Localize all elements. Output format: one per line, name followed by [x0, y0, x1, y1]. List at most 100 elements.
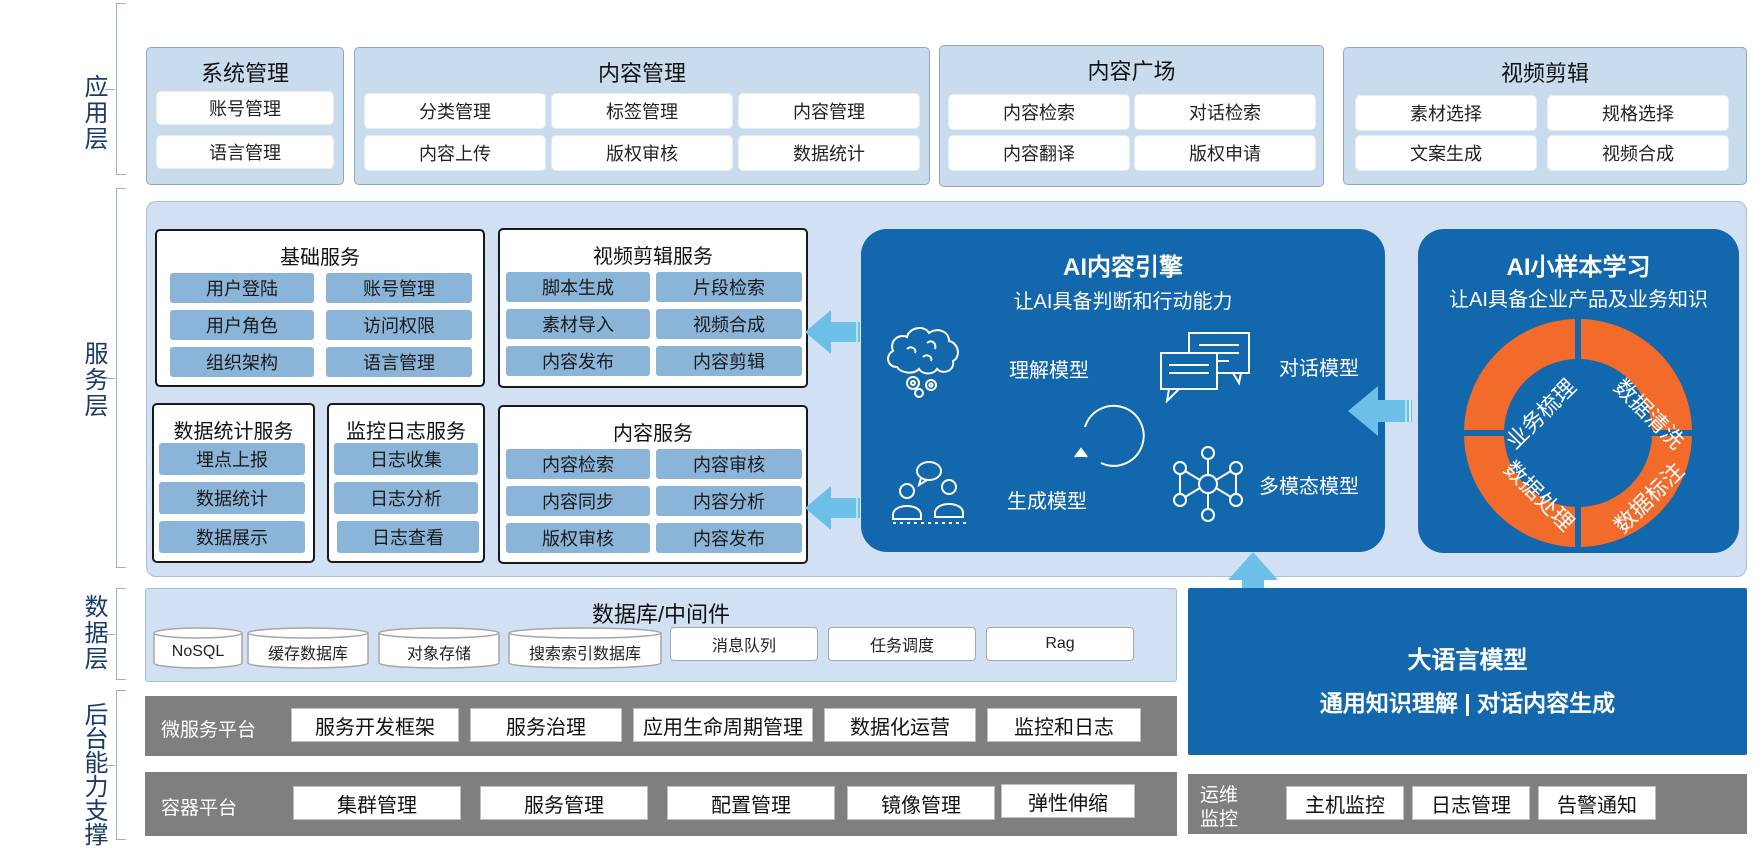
container-item[interactable]: 集群管理 [293, 786, 461, 820]
bracket-backend [105, 690, 130, 840]
app-item[interactable]: 文案生成 [1356, 136, 1536, 170]
app-group-title: 系统管理 [200, 61, 289, 86]
service-title: 视频剪辑服务 [593, 246, 713, 268]
bracket-app [105, 3, 130, 175]
service-chip[interactable]: 语言管理 [326, 347, 472, 377]
service-chip[interactable]: 日志查看 [337, 521, 479, 553]
service-chip[interactable]: 内容剪辑 [656, 346, 802, 376]
app-group-content: 内容管理 分类管理 标签管理 内容管理 内容上传 版权审核 数据统计 [354, 47, 930, 185]
layer-label-app: 应用层 [78, 45, 108, 181]
model-label: 多模态模型 [1259, 476, 1359, 498]
app-item[interactable]: 分类管理 [365, 94, 545, 128]
container-item[interactable]: 服务管理 [480, 786, 648, 820]
middleware-item[interactable]: Rag [986, 627, 1134, 661]
service-chip[interactable]: 内容发布 [656, 523, 802, 553]
service-title: 内容服务 [613, 423, 693, 445]
service-basic: 基础服务 用户登陆 账号管理 用户角色 访问权限 组织架构 语言管理 [155, 229, 485, 387]
container-platform-bar: 容器平台 集群管理 服务管理 配置管理 镜像管理 弹性伸缩 [145, 772, 1177, 836]
network-hub-icon [1173, 446, 1243, 522]
ops-item[interactable]: 告警通知 [1538, 786, 1656, 820]
ops-item[interactable]: 主机监控 [1286, 786, 1404, 820]
data-layer-panel: 数据库/中间件 NoSQL 缓存数据库 对象存储 搜索索引数据库 消息队列 任务… [145, 588, 1177, 682]
service-chip[interactable]: 内容发布 [506, 346, 650, 376]
service-chip[interactable]: 视频合成 [656, 309, 802, 339]
database-cylinder: 缓存数据库 [247, 627, 369, 669]
service-chip[interactable]: 版权审核 [506, 523, 650, 553]
cylinder-icon [378, 627, 500, 669]
service-chip[interactable]: 组织架构 [170, 347, 314, 377]
container-item[interactable]: 弹性伸缩 [1001, 784, 1135, 818]
app-item[interactable]: 语言管理 [157, 136, 333, 168]
service-chip[interactable]: 片段检索 [656, 272, 802, 302]
app-item[interactable]: 版权申请 [1135, 136, 1315, 170]
app-item[interactable]: 内容翻译 [949, 136, 1129, 170]
service-chip[interactable]: 埋点上报 [159, 443, 305, 475]
app-item[interactable]: 内容检索 [949, 95, 1129, 129]
service-chip[interactable]: 用户角色 [170, 310, 314, 340]
service-chip[interactable]: 脚本生成 [506, 272, 650, 302]
database-cylinder: 搜索索引数据库 [508, 627, 662, 669]
service-chip[interactable]: 内容检索 [506, 449, 650, 479]
service-chip[interactable]: 数据展示 [159, 521, 305, 553]
container-item[interactable]: 配置管理 [667, 786, 835, 820]
llm-subtitle: 通用知识理解 | 对话内容生成 [1319, 690, 1616, 716]
layer-label-service: 服务层 [78, 320, 108, 440]
layer-label-service-text: 服务层 [80, 341, 107, 419]
microservice-platform-bar: 微服务平台 服务开发框架 服务治理 应用生命周期管理 数据化运营 监控和日志 [145, 696, 1177, 756]
people-chat-icon [892, 461, 969, 524]
cylinder-icon [247, 627, 369, 669]
database-label: NoSQL [171, 643, 225, 660]
bracket-data [105, 588, 130, 680]
service-chip[interactable]: 数据统计 [159, 482, 305, 514]
app-item[interactable]: 账号管理 [157, 92, 333, 124]
service-chip[interactable]: 日志收集 [334, 443, 478, 475]
ops-monitor-label-line2: 监控 [1200, 809, 1239, 830]
service-title: 数据统计服务 [173, 421, 294, 443]
app-item[interactable]: 内容管理 [739, 94, 919, 128]
service-chip[interactable]: 内容审核 [656, 449, 802, 479]
service-title: 监控日志服务 [346, 421, 466, 443]
model-label: 生成模型 [1007, 491, 1087, 513]
service-title: 基础服务 [280, 247, 360, 269]
service-chip[interactable]: 内容分析 [656, 486, 802, 516]
service-chip[interactable]: 用户登陆 [170, 273, 314, 303]
ai-few-shot-learning: AI小样本学习 让AI具备企业产品及业务知识 业务梳理 数据清洗 数据处理 数据… [1418, 229, 1739, 553]
database-label: 缓存数据库 [267, 646, 348, 663]
app-group-plaza: 内容广场 内容检索 对话检索 内容翻译 版权申请 [939, 45, 1324, 187]
microservice-item[interactable]: 服务治理 [470, 708, 622, 742]
app-item[interactable]: 对话检索 [1135, 95, 1315, 129]
microservice-item[interactable]: 监控和日志 [987, 708, 1141, 742]
service-chip[interactable]: 账号管理 [326, 273, 472, 303]
arrow-left-icon [805, 486, 863, 530]
middleware-item[interactable]: 消息队列 [670, 627, 818, 661]
database-cylinder: NoSQL [153, 627, 243, 669]
database-label: 对象存储 [406, 646, 471, 663]
service-content: 内容服务 内容检索 内容审核 内容同步 内容分析 版权审核 内容发布 [498, 405, 808, 564]
microservice-item[interactable]: 数据化运营 [824, 708, 976, 742]
layer-label-data-text: 数据层 [80, 594, 107, 672]
service-chip[interactable]: 内容同步 [506, 486, 650, 516]
service-chip[interactable]: 素材导入 [506, 309, 650, 339]
app-group-video: 视频剪辑 素材选择 规格选择 文案生成 视频合成 [1343, 47, 1747, 185]
app-item[interactable]: 素材选择 [1356, 96, 1536, 130]
service-chip[interactable]: 日志分析 [334, 482, 478, 514]
chat-bubbles-icon [1160, 332, 1250, 403]
microservice-item[interactable]: 应用生命周期管理 [633, 708, 813, 742]
ops-item[interactable]: 日志管理 [1412, 786, 1530, 820]
middleware-item[interactable]: 任务调度 [828, 627, 976, 661]
microservice-item[interactable]: 服务开发框架 [291, 708, 459, 742]
app-item[interactable]: 视频合成 [1548, 136, 1728, 170]
cylinder-icon [508, 627, 662, 669]
app-item[interactable]: 内容上传 [365, 136, 545, 170]
service-chip[interactable]: 访问权限 [326, 310, 472, 340]
microservice-platform-label: 微服务平台 [161, 720, 257, 741]
layer-label-backend: 后台能力支撑 [78, 688, 108, 860]
llm-panel: 大语言模型 通用知识理解 | 对话内容生成 [1188, 588, 1747, 755]
app-item[interactable]: 标签管理 [552, 94, 732, 128]
arrow-left-icon [1348, 386, 1412, 436]
container-item[interactable]: 镜像管理 [847, 786, 995, 820]
app-item[interactable]: 规格选择 [1548, 96, 1728, 130]
app-item[interactable]: 版权审核 [552, 136, 732, 170]
app-item[interactable]: 数据统计 [739, 136, 919, 170]
ops-monitor-bar: 运维 监控 主机监控 日志管理 告警通知 [1188, 774, 1747, 834]
